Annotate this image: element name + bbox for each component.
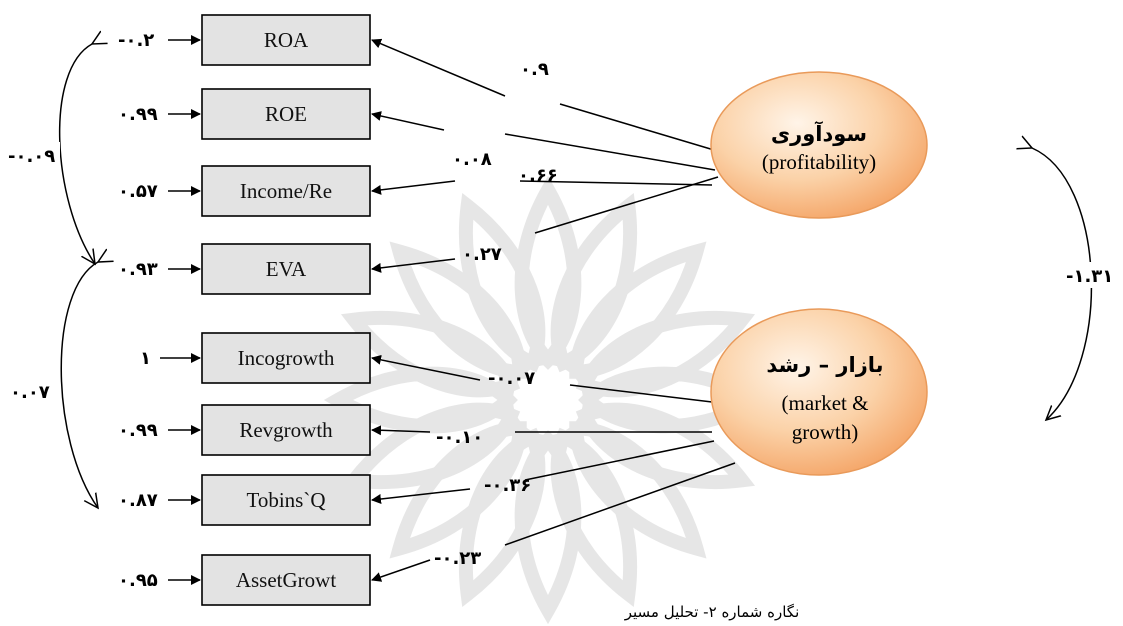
loading-path [569,384,713,403]
loading-arrow [371,180,456,195]
error-label: ۰.۵۷ [118,181,158,202]
factor-profitability: سودآوری (profitability) [710,71,928,219]
indicator-label: AssetGrowt [236,568,336,592]
loading-path [519,180,713,186]
loading-value: ۰.۰۸ [452,149,492,170]
error-label: ۰.۹۹ [118,104,158,125]
indicator-label: EVA [266,257,307,281]
loading-path [534,176,719,234]
indicator-label: Incogrowth [238,346,335,370]
loading-value: -۰.۳۶ [484,475,531,496]
loading-arrow [371,488,471,504]
loading-path [504,133,716,171]
indicator-box: Revgrowth [201,404,371,456]
indicator-label: Revgrowth [239,418,333,442]
covariance-label-top: -۰.۰۹ [8,146,55,167]
loading-arrow [371,111,445,131]
loading-path [559,103,725,154]
factor-subtitle: growth) [792,420,859,444]
error-label: ۰.۸۷ [118,490,158,511]
loading-value: ۰.۶۶ [518,165,558,186]
indicator-box: EVA [201,243,371,295]
factor-subtitle: (profitability) [762,150,876,174]
loading-path [524,440,715,481]
indicator-box: ROE [201,88,371,140]
factor-subtitle: (market & [782,391,869,415]
loading-value: -۰.۲۳ [434,548,481,569]
indicator-label: Income/Re [240,179,332,203]
indicator-label: ROA [264,28,309,52]
indicator-label: ROE [265,102,307,126]
loading-value: ۰.۲۷ [462,244,502,265]
indicator-box: AssetGrowt [201,554,371,606]
indicator-box: Income/Re [201,165,371,217]
loading-arrow [371,354,481,381]
error-label: ۰.۹۹ [118,420,158,441]
loading-arrow [371,425,431,436]
indicator-box: Incogrowth [201,332,371,384]
factor-title: سودآوری [771,121,867,146]
covariance-curve-top [58,44,95,264]
loading-arrow [371,559,431,582]
error-label: ۱ [140,348,151,369]
loading-arrow [371,258,456,273]
loading-value: ۰.۹ [520,59,549,80]
loading-value: -۰.۱۰ [436,427,483,448]
error-label: ۰.۹۳ [118,259,158,280]
factor-title: بازار – رشد [766,353,883,377]
loading-value: -۰.۰۷ [488,368,535,389]
covariance-label-factors: -۱.۳۱ [1066,266,1113,287]
covariance-label-bottom: ۰.۰۷ [10,382,50,403]
figure-caption: نگاره شماره ۲- تحلیل مسیر [624,603,800,621]
indicator-box: Tobins`Q [201,474,371,526]
error-label: -۰.۲ [118,30,154,51]
indicator-box: ROA [201,14,371,66]
loading-arrow [371,38,506,97]
indicator-label: Tobins`Q [246,488,325,512]
loading-path [504,462,736,546]
error-label: ۰.۹۵ [118,570,158,591]
covariance-curve-bottom [60,262,98,508]
factor-market-growth: بازار – رشد (market & growth) [710,308,928,476]
